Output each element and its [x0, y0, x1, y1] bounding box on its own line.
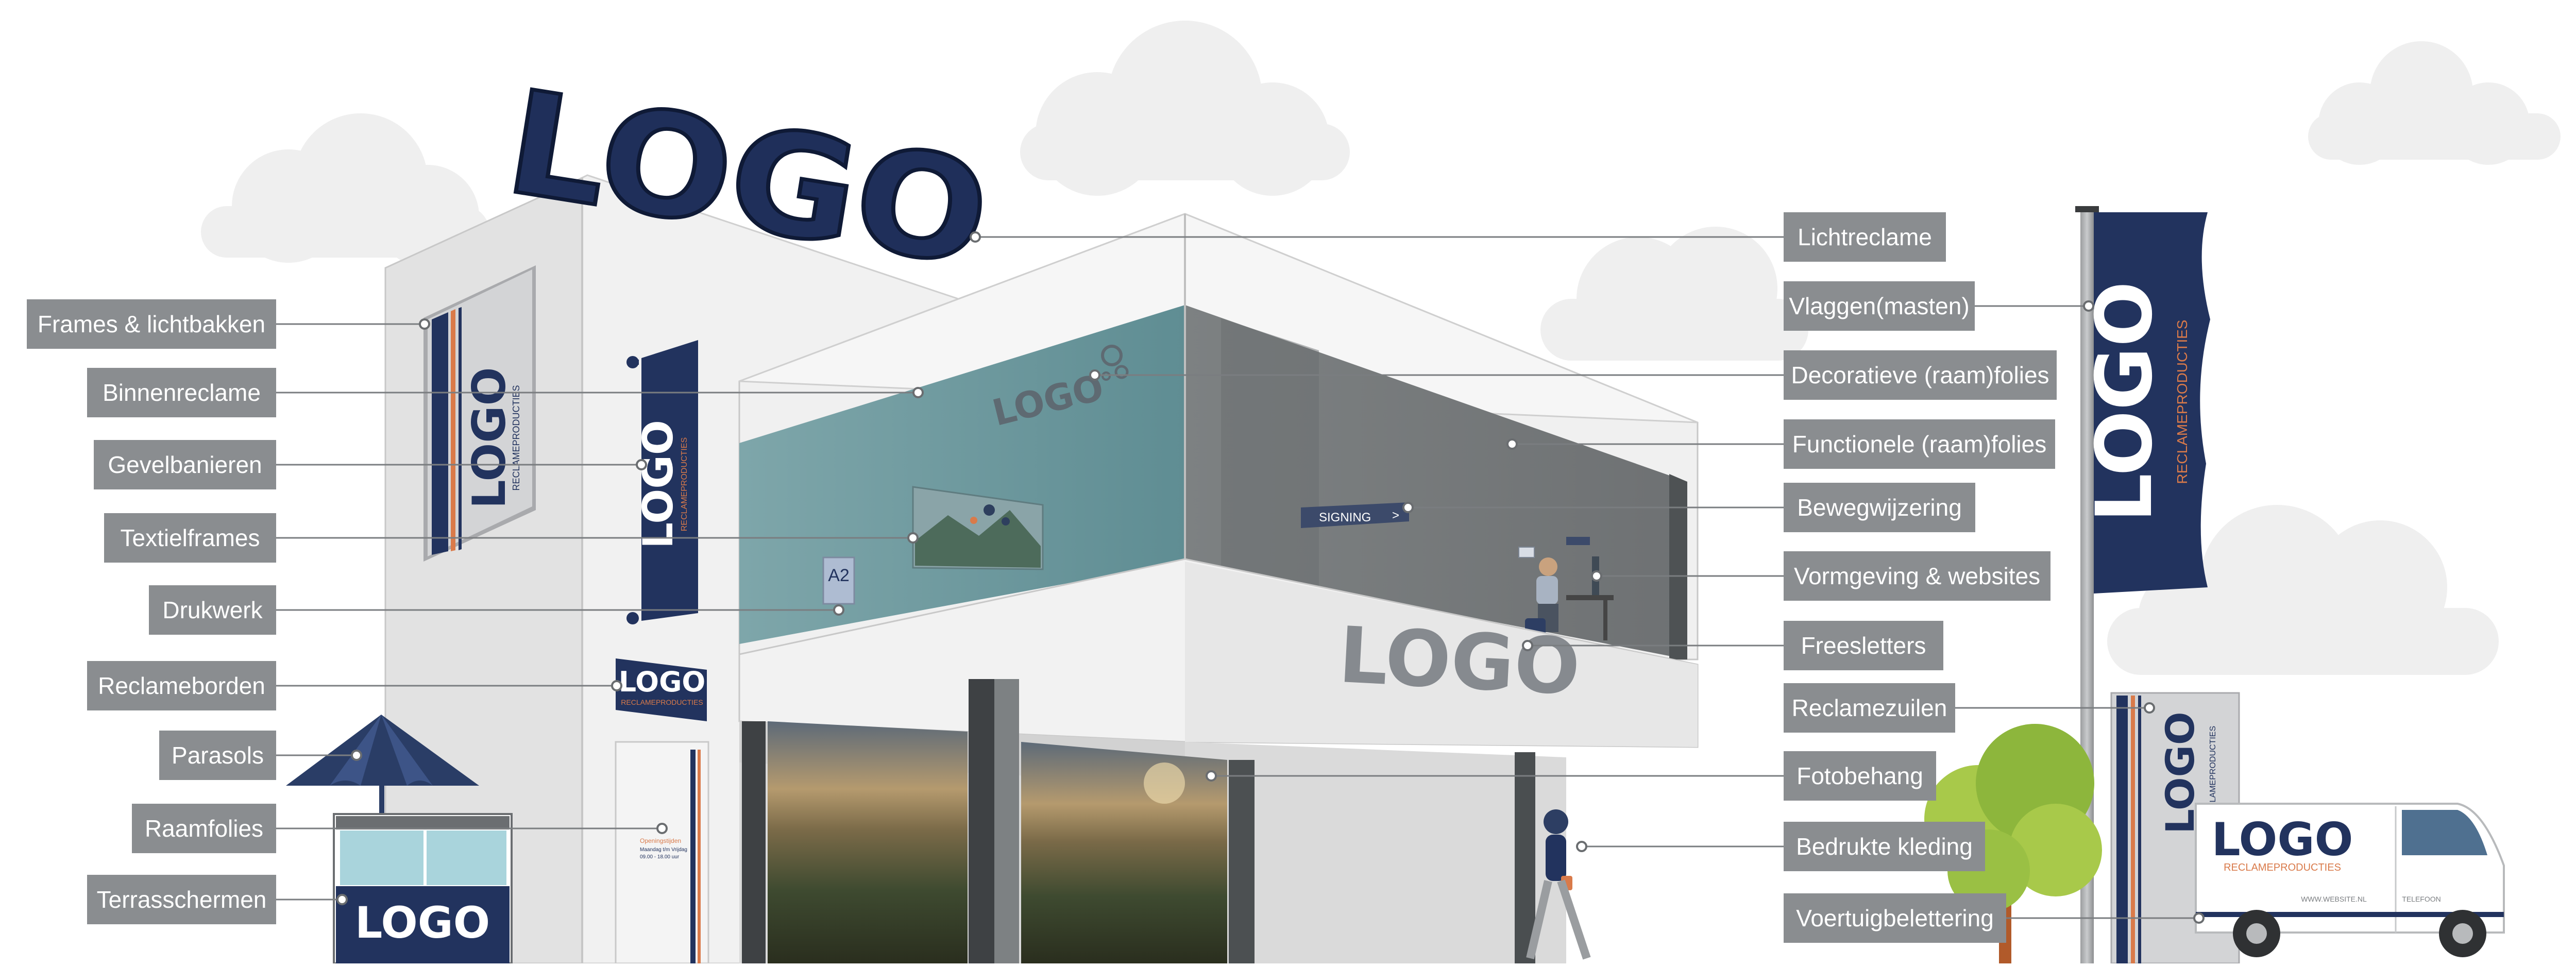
label-gevelbanieren: Gevelbanieren — [94, 440, 276, 489]
svg-text:Openingstijden: Openingstijden — [640, 837, 681, 844]
svg-text:LOGO: LOGO — [619, 666, 706, 698]
advertising-board: LOGO RECLAMEPRODUCTIES — [616, 658, 707, 721]
leader-dot-freesletters — [1522, 640, 1533, 651]
svg-text:LOGO: LOGO — [2080, 281, 2170, 522]
label-drukwerk: Drukwerk — [149, 585, 276, 635]
svg-text:A2: A2 — [828, 566, 850, 585]
cloud-left — [201, 113, 489, 268]
cloud-center — [1020, 21, 1350, 196]
facade-banner: LOGO RECLAMEPRODUCTIES — [626, 340, 698, 624]
svg-text:>: > — [1392, 509, 1399, 522]
svg-text:LOGO: LOGO — [1336, 611, 1582, 713]
svg-text:09.00 - 18.00 uur: 09.00 - 18.00 uur — [640, 854, 680, 860]
label-voertuigbelettering: Voertuigbelettering — [1784, 893, 2006, 943]
clouds — [201, 21, 2561, 675]
leader-dot-parasols — [351, 750, 362, 761]
label-binnenreclame: Binnenreclame — [87, 368, 276, 417]
leader-dot-decoratieve — [1089, 369, 1100, 381]
walking-figure — [1526, 809, 1591, 960]
label-textielframes: Textielframes — [104, 513, 276, 563]
leader-dot-bedrukte — [1576, 841, 1587, 852]
label-parasols: Parasols — [159, 731, 276, 780]
leader-dot-textielframes — [907, 532, 919, 544]
label-raamfolies: Raamfolies — [132, 804, 276, 853]
cloud-right-bottom — [2107, 505, 2499, 675]
leader-dot-frames — [419, 318, 430, 330]
leader-dot-binnenreclame — [912, 387, 924, 398]
leader-dot-bewegwijzering — [1402, 502, 1414, 513]
parasol — [286, 715, 479, 822]
leader-dot-reclamezuilen — [2144, 702, 2155, 714]
leader-dot-gevelbanieren — [636, 459, 647, 470]
label-functionele-raamfolies: Functionele (raam)folies — [1784, 419, 2055, 469]
svg-text:TELEFOON: TELEFOON — [2402, 895, 2441, 903]
svg-text:RECLAMEPRODUCTIES: RECLAMEPRODUCTIES — [2174, 320, 2190, 484]
svg-text:LOGO: LOGO — [355, 897, 490, 948]
label-vlaggen-masten: Vlaggen(masten) — [1784, 281, 1975, 331]
label-vormgeving-websites: Vormgeving & websites — [1784, 551, 2050, 601]
label-freesletters: Freesletters — [1784, 621, 1943, 670]
cloud-right-top — [2308, 41, 2561, 165]
leader-dot-functionele — [1506, 438, 1518, 450]
label-lichtreclame: Lichtreclame — [1784, 212, 1946, 262]
leader-dot-vlaggen — [2083, 300, 2094, 312]
leader-dot-fotobehang — [1206, 770, 1217, 782]
leader-dot-drukwerk — [833, 604, 844, 616]
svg-text:RECLAMEPRODUCTIES: RECLAMEPRODUCTIES — [2224, 862, 2341, 873]
svg-text:LOGO: LOGO — [463, 367, 516, 509]
leader-dot-raamfolies — [656, 823, 668, 834]
leader-dot-lichtreclame — [970, 231, 981, 243]
svg-text:RECLAMEPRODUCTIES: RECLAMEPRODUCTIES — [621, 698, 703, 706]
frame-lightbox: LOGO RECLAMEPRODUCTIES — [423, 265, 536, 562]
leader-dot-vormgeving — [1591, 570, 1602, 582]
label-decoratieve-raamfolies: Decoratieve (raam)folies — [1784, 350, 2057, 400]
label-frames-lichtbakken: Frames & lichtbakken — [27, 299, 276, 349]
leader-dot-voertuig — [2193, 912, 2205, 924]
label-fotobehang: Fotobehang — [1784, 751, 1936, 801]
glass-pavilion: LOGO A2 SIGNING > — [738, 213, 1699, 660]
leader-dot-terrasschermen — [336, 894, 348, 905]
svg-text:WWW.WEBSITE.NL: WWW.WEBSITE.NL — [2301, 895, 2367, 903]
label-terrasschermen: Terrasschermen — [87, 875, 276, 924]
delivery-van: LOGO RECLAMEPRODUCTIES WWW.WEBSITE.NL TE… — [2195, 803, 2505, 957]
label-bewegwijzering: Bewegwijzering — [1784, 483, 1975, 532]
svg-text:RECLAMEPRODUCTIES: RECLAMEPRODUCTIES — [680, 437, 689, 531]
office-worker — [1518, 537, 1614, 644]
ground-floor — [739, 679, 1566, 963]
svg-text:RECLAMEPRODUCTIES: RECLAMEPRODUCTIES — [2209, 726, 2217, 820]
leader-lines — [276, 231, 2205, 924]
leader-dot-reclameborden — [611, 680, 622, 691]
label-reclamezuilen: Reclamezuilen — [1784, 683, 1955, 733]
cloud-mid — [1540, 227, 1808, 361]
tower-door: Openingstijden Maandag t/m Vrijdag 09.00… — [615, 741, 709, 964]
label-bedrukte-kleding: Bedrukte kleding — [1784, 822, 1985, 871]
svg-text:RECLAMEPRODUCTIES: RECLAMEPRODUCTIES — [511, 385, 521, 490]
svg-text:LOGO: LOGO — [634, 420, 682, 549]
terrace-screen: LOGO — [333, 813, 513, 964]
label-reclameborden: Reclameborden — [87, 661, 276, 710]
svg-text:SIGNING: SIGNING — [1319, 511, 1371, 524]
svg-text:LOGO: LOGO — [2212, 813, 2353, 866]
svg-text:Maandag t/m Vrijdag: Maandag t/m Vrijdag — [640, 847, 687, 853]
